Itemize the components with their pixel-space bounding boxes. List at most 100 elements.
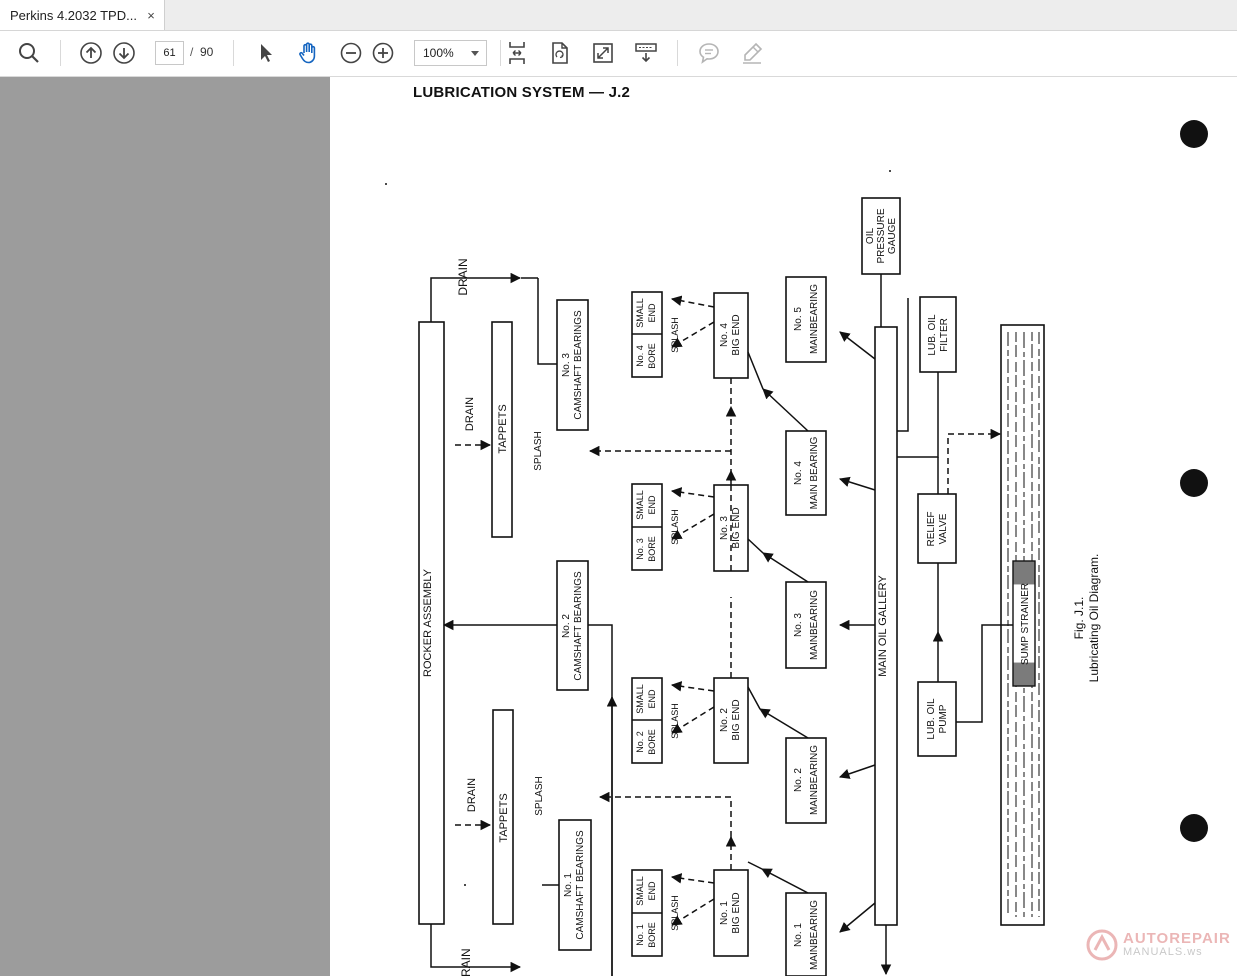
splash-1: SPLASH <box>670 895 680 931</box>
document-tab[interactable]: Perkins 4.2032 TPD... × <box>0 0 165 30</box>
splash-label-2: SPLASH <box>534 776 545 815</box>
drain-label-top: DRAIN <box>456 258 470 295</box>
mb5-text: MAINBEARING <box>809 284 820 354</box>
close-tab-icon[interactable]: × <box>147 7 155 23</box>
filter-text: FILTER <box>939 318 950 352</box>
zoom-select[interactable]: 100% <box>414 40 487 66</box>
highlight-icon[interactable] <box>737 38 767 68</box>
drain-label-2: DRAIN <box>466 778 478 812</box>
arrow-down-icon[interactable] <box>109 38 139 68</box>
toolbar-separator <box>233 40 234 66</box>
hand-icon[interactable] <box>293 38 323 68</box>
cam1-text: CAMSHAFT BEARINGS <box>575 830 586 940</box>
comment-icon[interactable] <box>694 38 724 68</box>
be1-text: BIG END <box>731 892 742 933</box>
relief-text: RELIEF <box>926 511 937 546</box>
bore4-no: No. 4 <box>635 345 645 367</box>
gauge-oil: OIL <box>865 228 876 245</box>
mb3-text: MAINBEARING <box>809 590 820 660</box>
mb2-text: MAINBEARING <box>809 745 820 815</box>
cam3-no: No. 3 <box>561 353 572 377</box>
mb5-no: No. 5 <box>793 307 804 331</box>
sump-strainer-label: SUMP STRAINER <box>1020 583 1031 665</box>
mb4-text: MAIN BEARING <box>809 436 820 509</box>
page-count: 90 <box>200 45 214 59</box>
filter-lub: LUB. OIL <box>927 314 938 356</box>
end-4a: END <box>647 303 657 323</box>
be4-no: No. 4 <box>719 323 730 347</box>
toolbar-separator <box>500 40 501 66</box>
cursor-icon[interactable] <box>250 38 280 68</box>
document-page[interactable]: LUBRICATION SYSTEM — J.2 <box>330 77 1237 976</box>
be3-no: No. 3 <box>719 516 730 540</box>
mb4-no: No. 4 <box>793 461 804 485</box>
figure-number: Fig. J.1. <box>1072 597 1086 640</box>
mb3-no: No. 3 <box>793 613 804 637</box>
zoom-out-icon[interactable] <box>336 38 366 68</box>
toolbar-separator <box>60 40 61 66</box>
bore4-text: BORE <box>647 343 657 369</box>
tab-strip-empty <box>165 0 1237 30</box>
watermark: AUTOREPAIR MANUALS.ws <box>1085 928 1231 962</box>
tappets-label-2: TAPPETS <box>498 793 510 842</box>
valve-text: VALVE <box>938 513 949 544</box>
cam2-text: CAMSHAFT BEARINGS <box>573 571 584 681</box>
bore3-no: No. 3 <box>635 538 645 560</box>
rocker-assembly-label: ROCKER ASSEMBLY <box>422 568 434 677</box>
tab-title: Perkins 4.2032 TPD... <box>10 7 137 23</box>
pump-text: PUMP <box>938 704 949 733</box>
bore1-text: BORE <box>647 922 657 948</box>
drain-label-1: DRAIN <box>464 397 476 431</box>
document-gutter <box>0 77 330 976</box>
toolbar-separator <box>677 40 678 66</box>
cam1-no: No. 1 <box>563 873 574 897</box>
mb1-text: MAINBEARING <box>809 900 820 970</box>
bore3-text: BORE <box>647 536 657 562</box>
be3-text: BIG END <box>731 507 742 548</box>
page-number-input[interactable]: 61 <box>155 41 184 65</box>
cam2-no: No. 2 <box>561 614 572 638</box>
gauge-pressure: PRESSURE <box>876 208 887 263</box>
drain-label-bottom: DRAIN <box>459 948 473 976</box>
toolbar: 61 / 90 100% <box>0 31 1237 77</box>
page-heading: LUBRICATION SYSTEM — J.2 <box>413 84 631 101</box>
mb1-no: No. 1 <box>793 923 804 947</box>
small-2a: SMALL <box>635 684 645 714</box>
watermark-line1: AUTOREPAIR <box>1123 930 1231 947</box>
cam3-text: CAMSHAFT BEARINGS <box>573 310 584 420</box>
be2-text: BIG END <box>731 699 742 740</box>
bore2-no: No. 2 <box>635 731 645 753</box>
tappets-label-1: TAPPETS <box>497 404 509 453</box>
fullscreen-icon[interactable] <box>588 38 618 68</box>
watermark-line2: MANUALS.ws <box>1123 946 1203 958</box>
scroll-mode-icon[interactable] <box>631 38 661 68</box>
zoom-in-icon[interactable] <box>368 38 398 68</box>
arrow-up-icon[interactable] <box>76 38 106 68</box>
end-3a: END <box>647 495 657 515</box>
lubrication-diagram: ROCKER ASSEMBLY MAIN OIL GALLERY TAPPETS… <box>385 120 1208 976</box>
search-icon[interactable] <box>14 38 44 68</box>
rotate-icon[interactable] <box>545 38 575 68</box>
splash-4: SPLASH <box>670 317 680 353</box>
splash-label-1: SPLASH <box>533 431 544 470</box>
gauge-gauge: GAUGE <box>887 218 898 254</box>
small-3a: SMALL <box>635 490 645 520</box>
end-1a: END <box>647 881 657 901</box>
be2-no: No. 2 <box>719 708 730 732</box>
small-1a: SMALL <box>635 876 645 906</box>
tab-bar: Perkins 4.2032 TPD... × <box>0 0 1237 31</box>
mb2-no: No. 2 <box>793 768 804 792</box>
main-oil-gallery-label: MAIN OIL GALLERY <box>877 575 889 677</box>
splash-3: SPLASH <box>670 509 680 545</box>
fit-page-icon[interactable] <box>502 38 532 68</box>
watermark-logo-icon <box>1086 929 1118 961</box>
be1-no: No. 1 <box>719 901 730 925</box>
bore1-no: No. 1 <box>635 924 645 946</box>
be4-text: BIG END <box>731 314 742 355</box>
splash-2: SPLASH <box>670 703 680 739</box>
end-2a: END <box>647 689 657 709</box>
small-4a: SMALL <box>635 298 645 328</box>
zoom-value: 100% <box>423 46 454 60</box>
page-separator: / <box>190 45 194 59</box>
bore2-text: BORE <box>647 729 657 755</box>
